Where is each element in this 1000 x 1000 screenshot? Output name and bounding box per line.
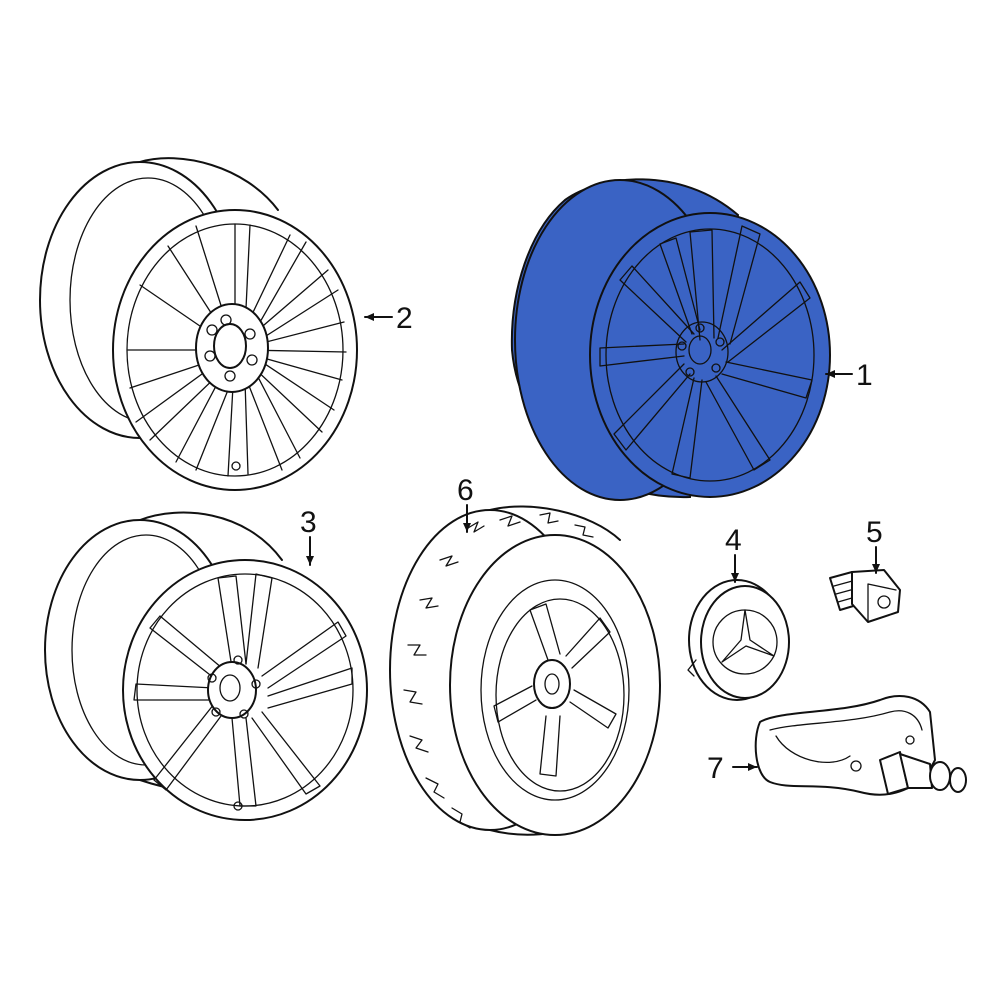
part-4-center-cap[interactable]: [687, 579, 790, 701]
callout-3-label: 3: [300, 506, 317, 539]
callout-7-label: 7: [707, 752, 724, 785]
callout-2-label: 2: [396, 302, 413, 335]
part-1-highlighted-wheel[interactable]: [510, 178, 831, 501]
part-5-lug-bolt[interactable]: [829, 569, 901, 623]
part-2-multi-spoke-wheel[interactable]: [39, 157, 358, 491]
part-6-tire-assembly[interactable]: [389, 505, 661, 836]
callout-4-label: 4: [725, 524, 742, 557]
part-7-tpms-sensor[interactable]: [754, 695, 967, 796]
part-3-twin-spoke-wheel[interactable]: [44, 511, 368, 821]
callout-5-label: 5: [866, 516, 883, 549]
callout-6-label: 6: [457, 474, 474, 507]
callout-1-label: 1: [856, 359, 873, 392]
